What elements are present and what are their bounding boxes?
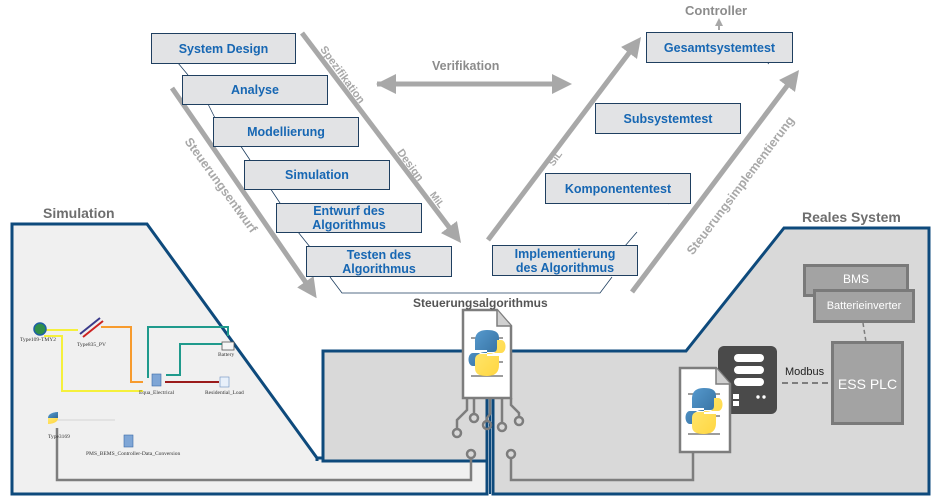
label-load: Residential_Load (205, 390, 244, 396)
battery-icon (221, 341, 235, 351)
load-icon (219, 376, 230, 388)
plc-inverter-link (862, 322, 867, 343)
steuerungsimplementierung-arrow (630, 70, 800, 294)
v-arrows (169, 18, 800, 299)
box-komponententest: Komponententest (545, 173, 691, 204)
box-analyse: Analyse (182, 75, 328, 105)
real-system-title: Reales System (802, 209, 901, 225)
label-conversion: PMS_BEMS_Controller-Data_Conversion (86, 451, 181, 457)
modbus-label: Modbus (785, 366, 825, 378)
box-gesamtsystemtest: Gesamtsystemtest (646, 32, 793, 63)
controller-label: Controller (685, 3, 748, 18)
label-weather: Type109-TMY2 (20, 337, 56, 343)
ess-plc-box: ESS PLC (831, 341, 904, 425)
equa-icon (151, 373, 162, 387)
inverter-box: Batterieinverter (813, 289, 915, 323)
simulation-icons (33, 317, 235, 448)
box-implementierung: Implementierung des Algorithmus (492, 245, 638, 276)
label-pv: Type835_PV (77, 342, 106, 348)
simulation-title: Simulation (43, 205, 115, 221)
sim-trace (55, 428, 473, 482)
pv-panel-icon (79, 317, 101, 335)
box-testen: Testen des Algorithmus (306, 246, 452, 277)
verifikation-label: Verifikation (432, 59, 500, 73)
python-file-icon (678, 366, 732, 454)
circuit-pin-icon (465, 448, 477, 460)
box-subsystemtest: Subsystemtest (595, 103, 741, 134)
spezifikation-arrow (300, 31, 462, 243)
circuit-pins (451, 398, 525, 439)
label-battery: Battery (218, 352, 235, 358)
label-equa: Equa_Electrical (139, 390, 175, 396)
steuerungsentwurf-arrow (169, 86, 317, 299)
box-system-design: System Design (151, 33, 296, 64)
label-python: Type3169 (48, 434, 70, 440)
python-file-icon (461, 308, 513, 400)
weather-icon (33, 322, 47, 336)
simulation-wiring (44, 326, 229, 421)
sil-arrow (486, 37, 642, 242)
box-simulation: Simulation (244, 160, 390, 190)
conversion-icon (123, 434, 134, 448)
box-entwurf: Entwurf des Algorithmus (276, 203, 422, 233)
circuit-pin-icon (505, 448, 517, 460)
real-trace (509, 452, 695, 482)
box-modellierung: Modellierung (213, 117, 359, 147)
python-icon (48, 412, 58, 424)
steuerungsalgorithmus-label: Steuerungsalgorithmus (413, 296, 548, 310)
